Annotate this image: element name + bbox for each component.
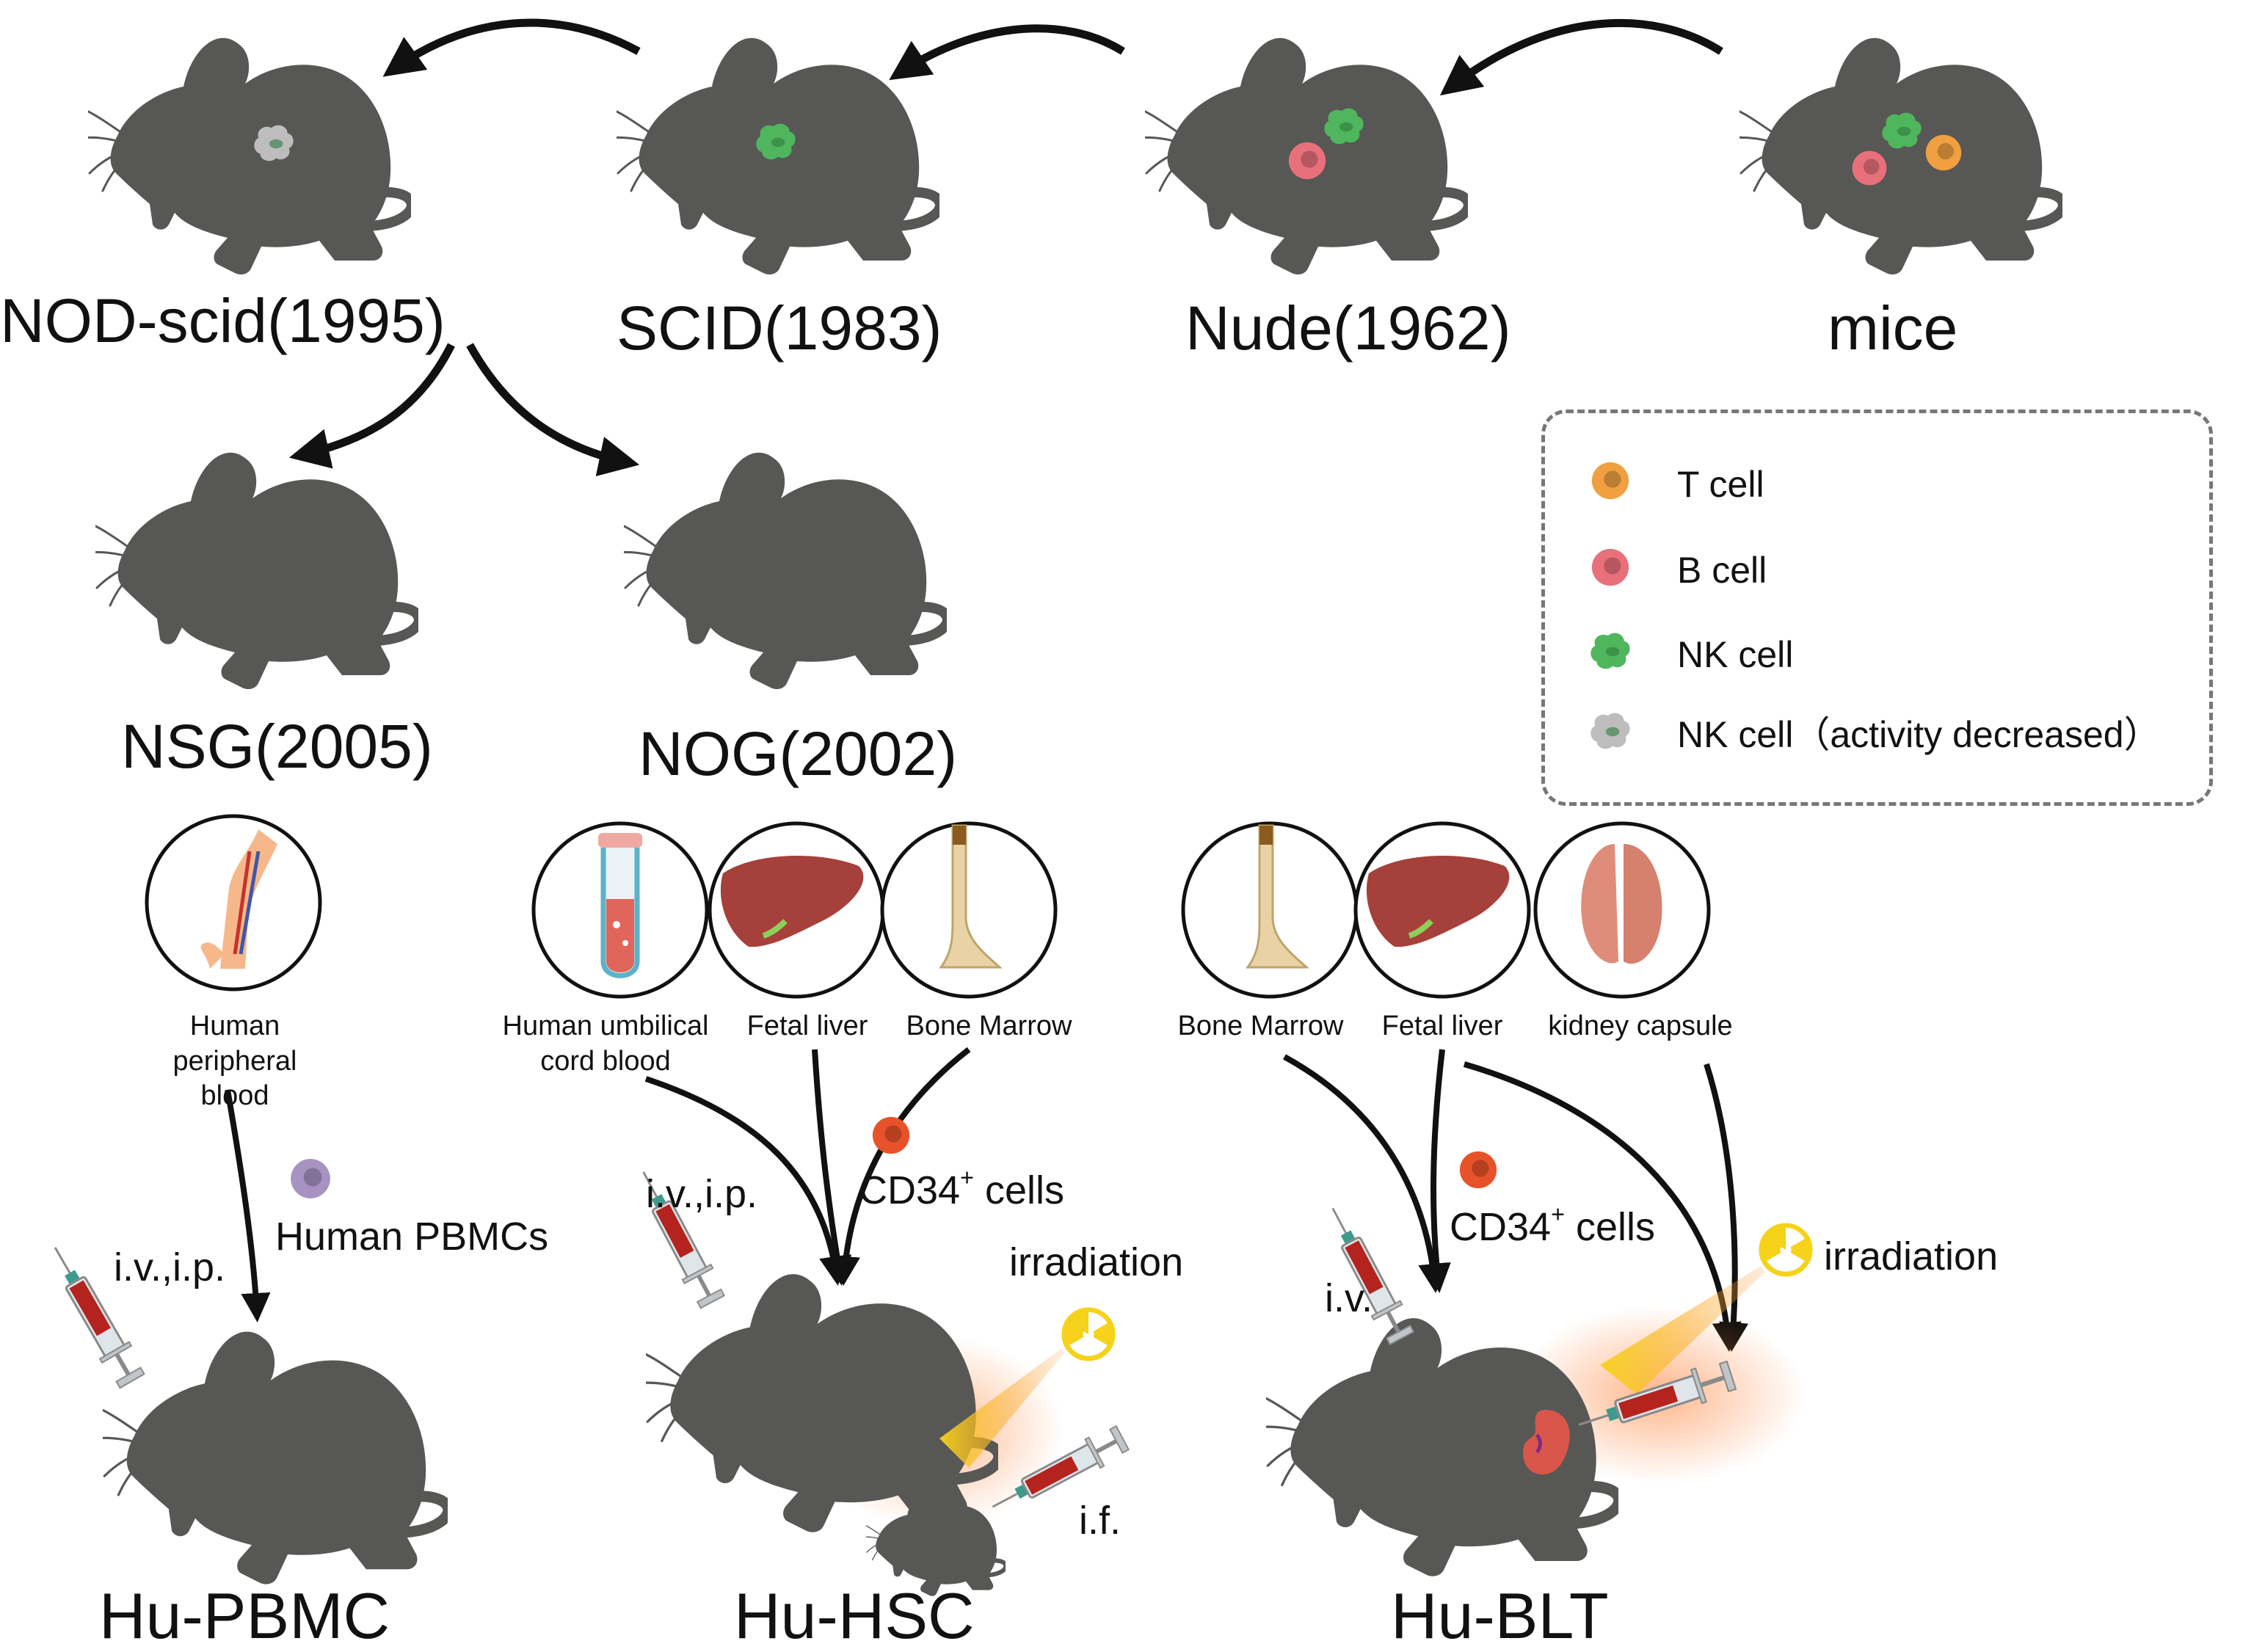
label-nod-scid: NOD-scid(1995)	[0, 286, 446, 355]
legend-nk-cell-label: NK cell	[1677, 634, 1794, 675]
mouse-wildtype	[1732, 38, 2063, 274]
label-bone-marrow-blt: Bone Marrow	[1177, 1011, 1344, 1041]
legend-b-cell-label: B cell	[1677, 550, 1767, 591]
mouse-hu-blt	[1258, 1201, 1814, 1576]
label-blt-route: i.v.	[1325, 1276, 1373, 1320]
label-fetal-liver-blt: Fetal liver	[1381, 1011, 1503, 1041]
radiation-icon-hsc	[1060, 1306, 1116, 1362]
arrow-pbmc	[225, 1089, 271, 1322]
label-blt-cells-sup: +	[1551, 1201, 1565, 1228]
label-hu-pbmc: Hu-PBMC	[99, 1579, 390, 1652]
arrow-scid-to-nod-scid	[382, 18, 641, 77]
arrow-blt-bone	[1283, 1054, 1448, 1293]
irradiation-beam-blt	[1600, 1248, 1791, 1394]
label-hsc-if: i.f.	[1079, 1499, 1121, 1543]
radiation-icon-blt	[1757, 1221, 1814, 1278]
label-blt-cells: CD34+ cells	[1450, 1203, 1656, 1249]
label-peripheral-blood: Human peripheral blood	[172, 1011, 297, 1111]
icon-umbilical-cord-blood	[531, 821, 709, 999]
lineage-arrows	[288, 18, 1723, 476]
mouse-nog	[617, 453, 948, 689]
label-hsc-cells-prefix: CD34	[859, 1168, 961, 1212]
icon-fetal-liver-hsc	[708, 821, 885, 999]
icon-fetal-liver-blt	[1353, 821, 1531, 999]
label-umbilical-cord-blood: Human umbilical cord blood	[502, 1011, 709, 1077]
label-hsc-irradiation: irradiation	[1009, 1240, 1184, 1284]
label-hsc-cells-sup: +	[960, 1164, 974, 1191]
arrow-hsc-liver	[812, 1049, 852, 1286]
label-hsc-cells: CD34+ cells	[859, 1166, 1065, 1212]
mouse-hu-pbmc	[40, 1239, 448, 1584]
legend-nk-decreased-label: NK cell（activity decreased）	[1677, 714, 2161, 755]
label-mice: mice	[1828, 294, 1958, 363]
label-nude: Nude(1962)	[1185, 294, 1511, 363]
icon-bone-marrow-hsc	[880, 821, 1058, 999]
label-fetal-liver-hsc: Fetal liver	[746, 1011, 868, 1041]
icon-thymus	[1533, 821, 1711, 999]
label-nog: NOG(2002)	[639, 719, 958, 788]
label-scid: SCID(1983)	[617, 294, 942, 363]
arrow-blt-liver	[1422, 1049, 1451, 1293]
mouse-nsg	[88, 453, 419, 689]
mouse-scid	[609, 38, 940, 274]
icon-peripheral-blood	[145, 814, 322, 991]
arrow-mice-to-nude	[1439, 18, 1723, 96]
legend-t-cell-label: T cell	[1677, 464, 1764, 505]
label-bone-marrow-hsc: Bone Marrow	[906, 1011, 1072, 1041]
mouse-nod-scid	[81, 38, 412, 274]
label-hu-hsc: Hu-HSC	[734, 1579, 975, 1652]
label-blt-cells-suffix: cells	[1564, 1205, 1656, 1249]
irradiation-beam-hsc	[939, 1336, 1079, 1468]
pbmc-cell-icon	[291, 1159, 330, 1198]
label-hsc-route: i.v.,i.p.	[646, 1172, 758, 1216]
mouse-hu-hsc	[629, 1165, 1130, 1596]
icon-bone-marrow-blt	[1181, 821, 1359, 999]
label-nsg: NSG(2005)	[121, 712, 433, 781]
label-hsc-cells-suffix: cells	[973, 1168, 1065, 1212]
label-hu-blt: Hu-BLT	[1391, 1579, 1609, 1652]
arrow-nude-to-scid	[889, 24, 1125, 81]
label-pbmc-route: i.v.,i.p.	[114, 1245, 226, 1289]
arrow-hsc-cord	[644, 1076, 848, 1286]
source-arrows	[225, 1047, 1749, 1352]
arrow-blt-thymus	[1463, 1061, 1742, 1352]
label-kidney-capsule: kidney capsule	[1548, 1011, 1733, 1041]
cd34-cell-icon-hsc	[872, 1116, 910, 1154]
arrow-hsc-bone	[831, 1047, 971, 1286]
legend-box	[1541, 410, 2213, 806]
label-pbmc-cells: Human PBMCs	[275, 1215, 549, 1259]
label-blt-cells-prefix: CD34	[1450, 1205, 1552, 1249]
arrow-nod-scid-to-nog	[466, 343, 640, 476]
label-blt-irradiation: irradiation	[1824, 1234, 1999, 1278]
mouse-nude	[1138, 38, 1469, 274]
arrow-blt-thymus-2	[1704, 1063, 1749, 1352]
cd34-cell-icon-blt	[1459, 1151, 1497, 1189]
arrow-nod-scid-to-nsg	[288, 343, 455, 469]
